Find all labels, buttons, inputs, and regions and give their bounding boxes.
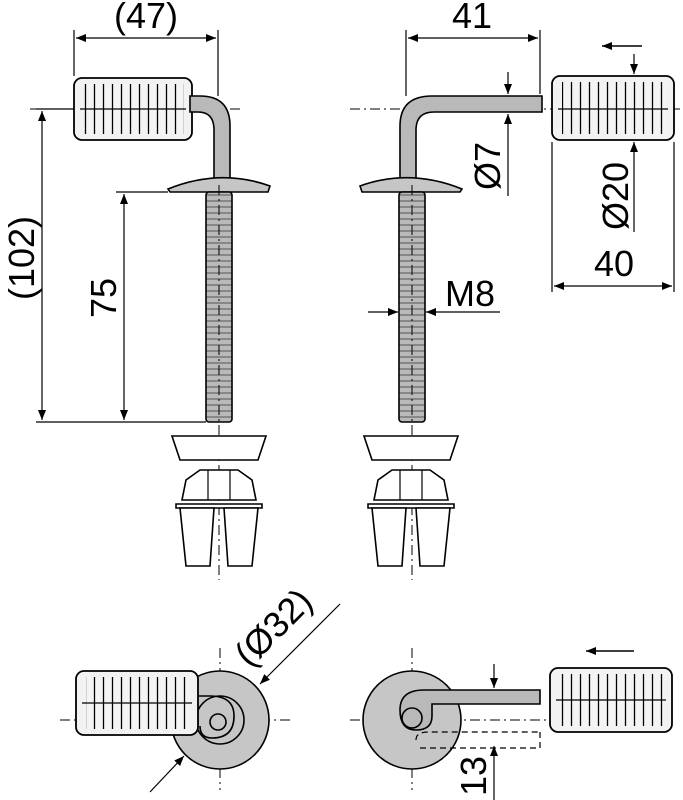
dim-offset-13: 13	[453, 756, 494, 796]
dim-width-41: 41	[452, 0, 492, 36]
right-sleeve-detail: Ø20 40	[551, 42, 675, 292]
middle-expansion-anchor	[367, 469, 455, 567]
dim-sleeve-length-40: 40	[594, 243, 634, 284]
left-hinge-bolt: (47) (102) 75	[1, 0, 272, 580]
left-washer	[166, 176, 272, 193]
dim-sleeve-diameter-20: Ø20	[595, 162, 636, 230]
bottom-right-rod	[399, 689, 541, 731]
middle-hinge-bolt: 41 Ø7 M8	[350, 0, 683, 580]
dim-rod-diameter-7: Ø7	[467, 142, 508, 190]
dim-thread-m8: M8	[445, 273, 495, 314]
left-cap	[170, 435, 268, 461]
dim-width-47: (47)	[114, 0, 178, 36]
bottom-left-top-view: (Ø32)	[60, 580, 341, 793]
left-rod-elbow	[189, 95, 231, 183]
dim-height-102: (102)	[1, 216, 42, 300]
dim-shaft-75: 75	[83, 278, 124, 318]
middle-washer	[358, 176, 464, 193]
bottom-right-top-view: 13	[350, 647, 673, 800]
left-expansion-anchor	[175, 469, 263, 567]
middle-cap	[362, 435, 460, 461]
dim-washer-diameter-32: (Ø32)	[226, 580, 320, 674]
